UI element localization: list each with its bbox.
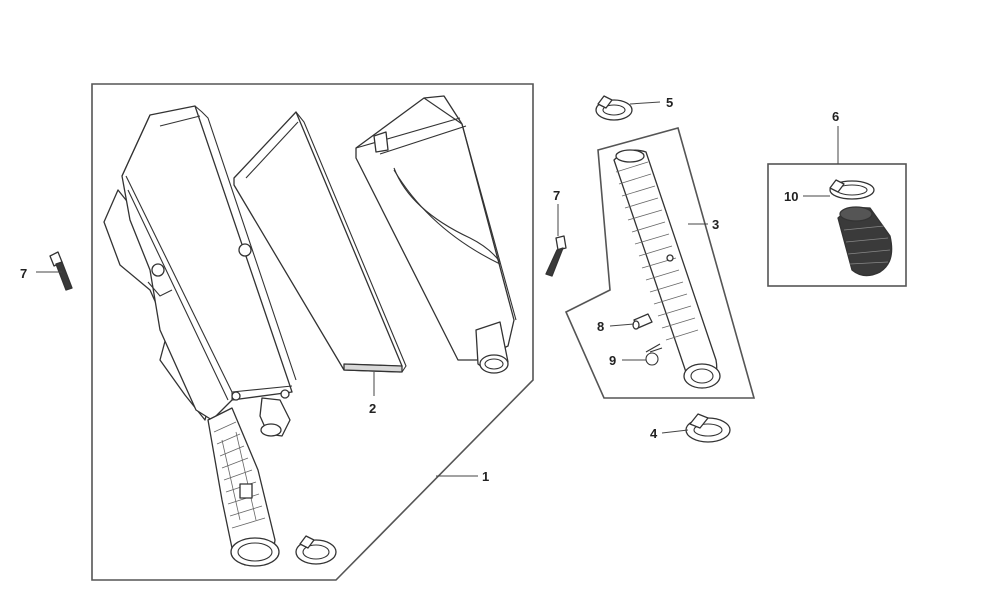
callout-7-left: 7 — [20, 266, 27, 281]
callout-4: 4 — [650, 426, 658, 441]
bolt-right[interactable] — [545, 235, 567, 277]
callout-9: 9 — [609, 353, 616, 368]
callout-2: 2 — [369, 401, 376, 416]
callout-3: 3 — [712, 217, 719, 232]
hose-clamp-lower-left[interactable] — [295, 535, 337, 565]
callout-1: 1 — [482, 469, 489, 484]
breather-tube[interactable] — [613, 149, 721, 389]
callout-8: 8 — [597, 319, 604, 334]
assembly-1-frame — [91, 83, 534, 581]
intake-duct[interactable] — [207, 407, 280, 567]
callout-7-right: 7 — [553, 188, 560, 203]
clip[interactable] — [645, 343, 663, 366]
assembly-3-frame — [564, 127, 756, 399]
air-cleaner-case[interactable] — [103, 105, 297, 437]
callout-6: 6 — [832, 109, 839, 124]
assembly-6-frame — [767, 163, 907, 287]
plug[interactable] — [632, 313, 653, 330]
hose-clamp-4[interactable] — [685, 413, 731, 443]
rubber-boot[interactable] — [837, 206, 893, 277]
callout-10: 10 — [784, 189, 798, 204]
bolt-left[interactable] — [49, 251, 73, 291]
filter-element[interactable] — [233, 111, 407, 373]
callout-5: 5 — [666, 95, 673, 110]
hose-clamp-10[interactable] — [829, 179, 875, 200]
hose-clamp-5[interactable] — [595, 95, 633, 121]
air-cleaner-cover[interactable] — [355, 95, 517, 374]
